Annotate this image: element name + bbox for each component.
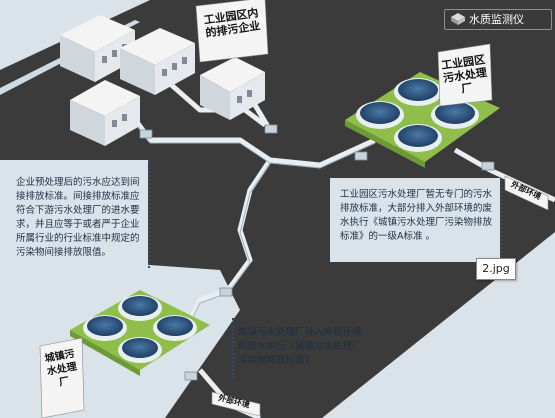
monitor-enterprise-2 [264, 124, 278, 134]
monitor-stations [139, 124, 495, 381]
building-1 [60, 15, 135, 82]
brand-title: 水质监测仪 [469, 13, 524, 26]
light-region-right [330, 178, 500, 262]
monitor-town-out [184, 371, 198, 381]
monitor-icon [451, 13, 465, 25]
note-town-plant: 城镇污水处理厂排入外部环境的废水执行《城镇污水处理厂污染物排放标准》 [238, 327, 362, 366]
sign-outside-2 [211, 391, 261, 417]
monitor-industrial-out [481, 161, 495, 171]
label-industrial-plant: 工业园区污水处理厂 [440, 53, 488, 96]
monitor-industrial-in [354, 151, 368, 161]
sign-outside-1 [504, 175, 549, 211]
sign-town [39, 337, 85, 418]
building-3 [200, 57, 265, 120]
sign-enterprises [195, 0, 269, 63]
file-tag: 2.jpg [476, 258, 516, 280]
building-4 [70, 80, 140, 146]
sign-boards [39, 0, 549, 418]
building-2 [120, 28, 195, 95]
sign-industrial [437, 43, 493, 107]
pipe-down [182, 158, 273, 332]
industrial-tanks [356, 78, 479, 152]
callout-line-enterprise [148, 160, 150, 268]
label-town-plant: 城镇污水处理厂 [44, 348, 78, 389]
monitor-midpipe [219, 287, 233, 297]
brand-badge: 水质监测仪 [444, 9, 552, 30]
callout-line-town [232, 318, 234, 378]
note-industrial-plant: 工业园区污水处理厂暂无专门的污水排放标准，大部分排入外部环境的废水执行《城镇污水… [340, 189, 493, 242]
light-region-notes [0, 160, 148, 270]
callout-line-industrial [500, 180, 502, 260]
note-enterprise: 企业预处理后的污水应达到间接排放标准。间接排放标准应符合下游污水处理厂的进水要求… [16, 177, 140, 258]
town-plant [70, 290, 210, 376]
enterprise-buildings [60, 15, 265, 146]
monitor-enterprise [139, 129, 153, 139]
